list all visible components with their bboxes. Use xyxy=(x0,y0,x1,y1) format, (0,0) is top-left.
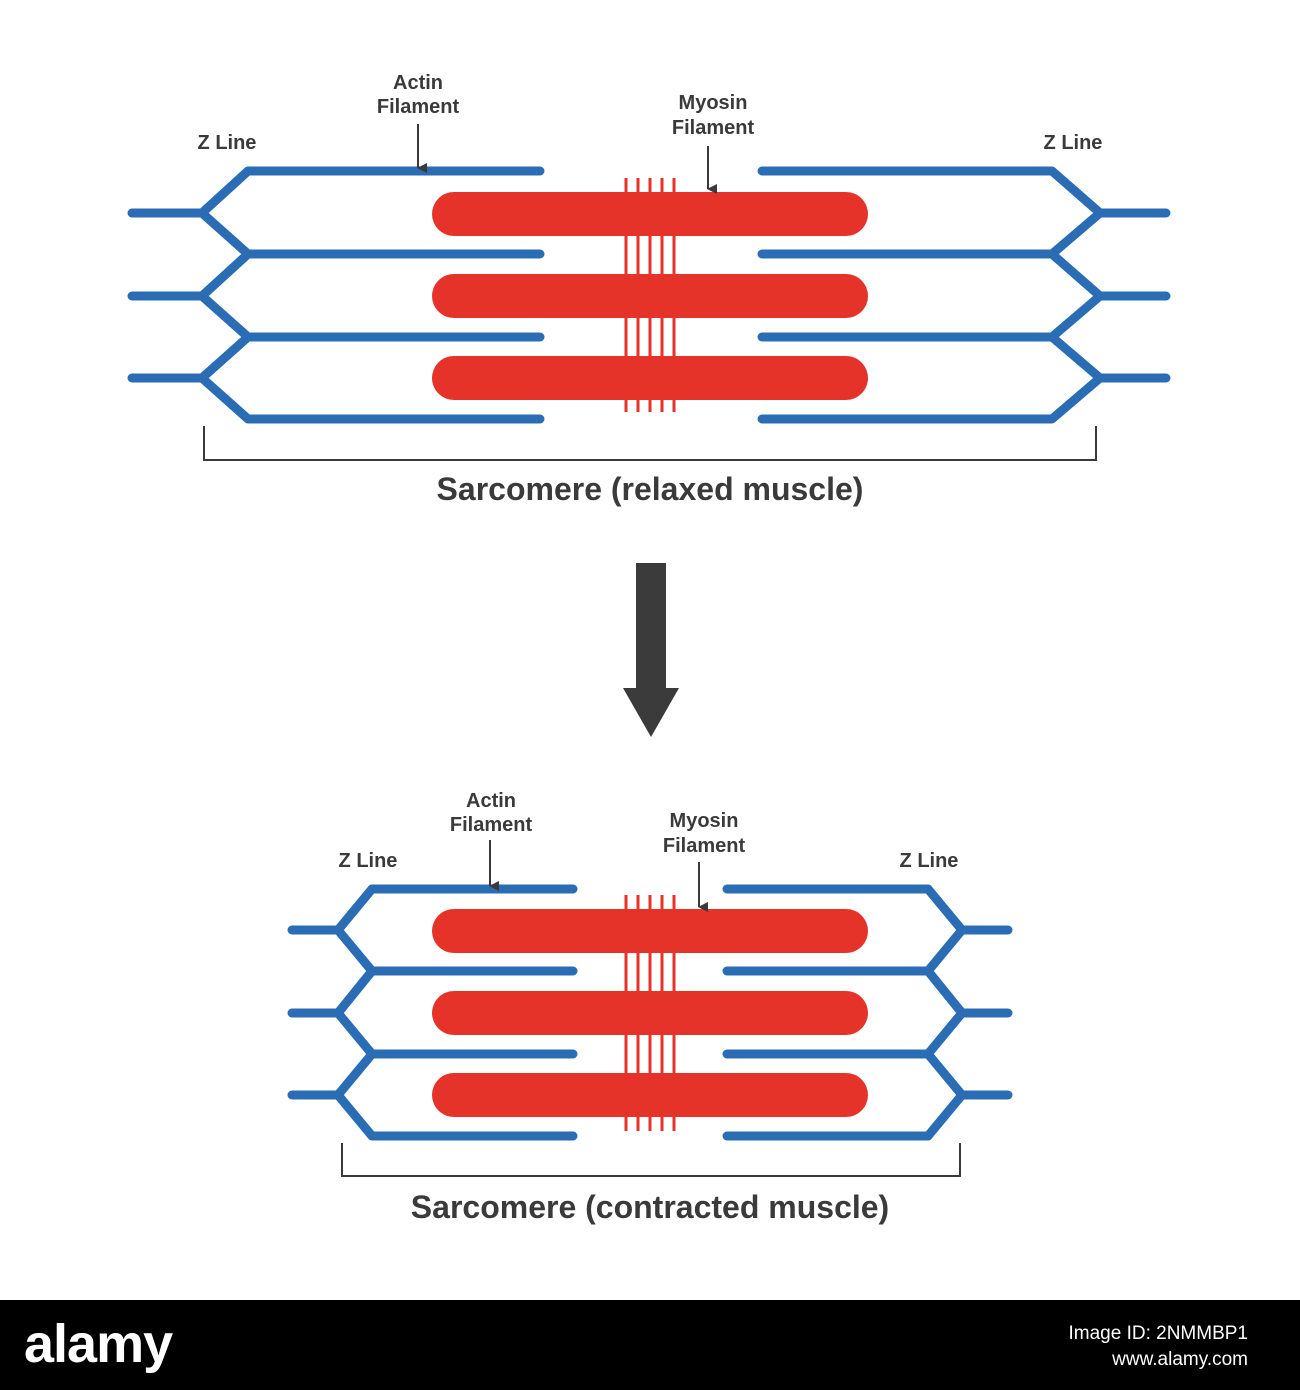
actin-label-line1: Actin xyxy=(393,72,443,94)
actin-label-line2: Filament xyxy=(450,814,533,836)
brand-logo: alamy xyxy=(24,1314,173,1374)
myosin-label-line1: Myosin xyxy=(670,810,739,832)
actin-label-line2: Filament xyxy=(377,96,460,118)
z-line-right-label: Z Line xyxy=(1044,132,1103,154)
contracted-caption: Sarcomere (contracted muscle) xyxy=(411,1189,889,1225)
myosin-label-line2: Filament xyxy=(672,117,755,139)
myosin-label-line2: Filament xyxy=(663,835,746,857)
watermark-footer: alamy Image ID: 2NMMBP1 www.alamy.com xyxy=(0,1300,1300,1390)
myosin-filaments-contracted xyxy=(432,909,868,1117)
z-line-left-label: Z Line xyxy=(198,132,257,154)
down-arrow-icon xyxy=(623,563,679,737)
image-id-text: Image ID: 2NMMBP1 xyxy=(1068,1323,1249,1344)
sarcomere-bracket-relaxed xyxy=(203,426,1097,461)
z-line-left-label: Z Line xyxy=(339,850,398,872)
sarcomere-diagram: Z Line Z Line Actin Filament Myosin Fila… xyxy=(127,72,1171,1225)
myosin-label-line1: Myosin xyxy=(679,92,748,114)
actin-filaments-relaxed xyxy=(127,166,1171,424)
z-line-right-label: Z Line xyxy=(900,850,959,872)
site-url-text: www.alamy.com xyxy=(1112,1349,1248,1370)
relaxed-caption: Sarcomere (relaxed muscle) xyxy=(437,471,864,507)
relaxed-sarcomere: Z Line Z Line Actin Filament Myosin Fila… xyxy=(127,72,1171,507)
contracted-sarcomere: Z Line Z Line Actin Filament Myosin Fila… xyxy=(287,790,1013,1225)
actin-label-line1: Actin xyxy=(466,790,516,812)
myosin-filaments-relaxed xyxy=(432,192,868,400)
sarcomere-bracket-contracted xyxy=(341,1143,961,1177)
actin-filaments-contracted xyxy=(287,884,1013,1141)
